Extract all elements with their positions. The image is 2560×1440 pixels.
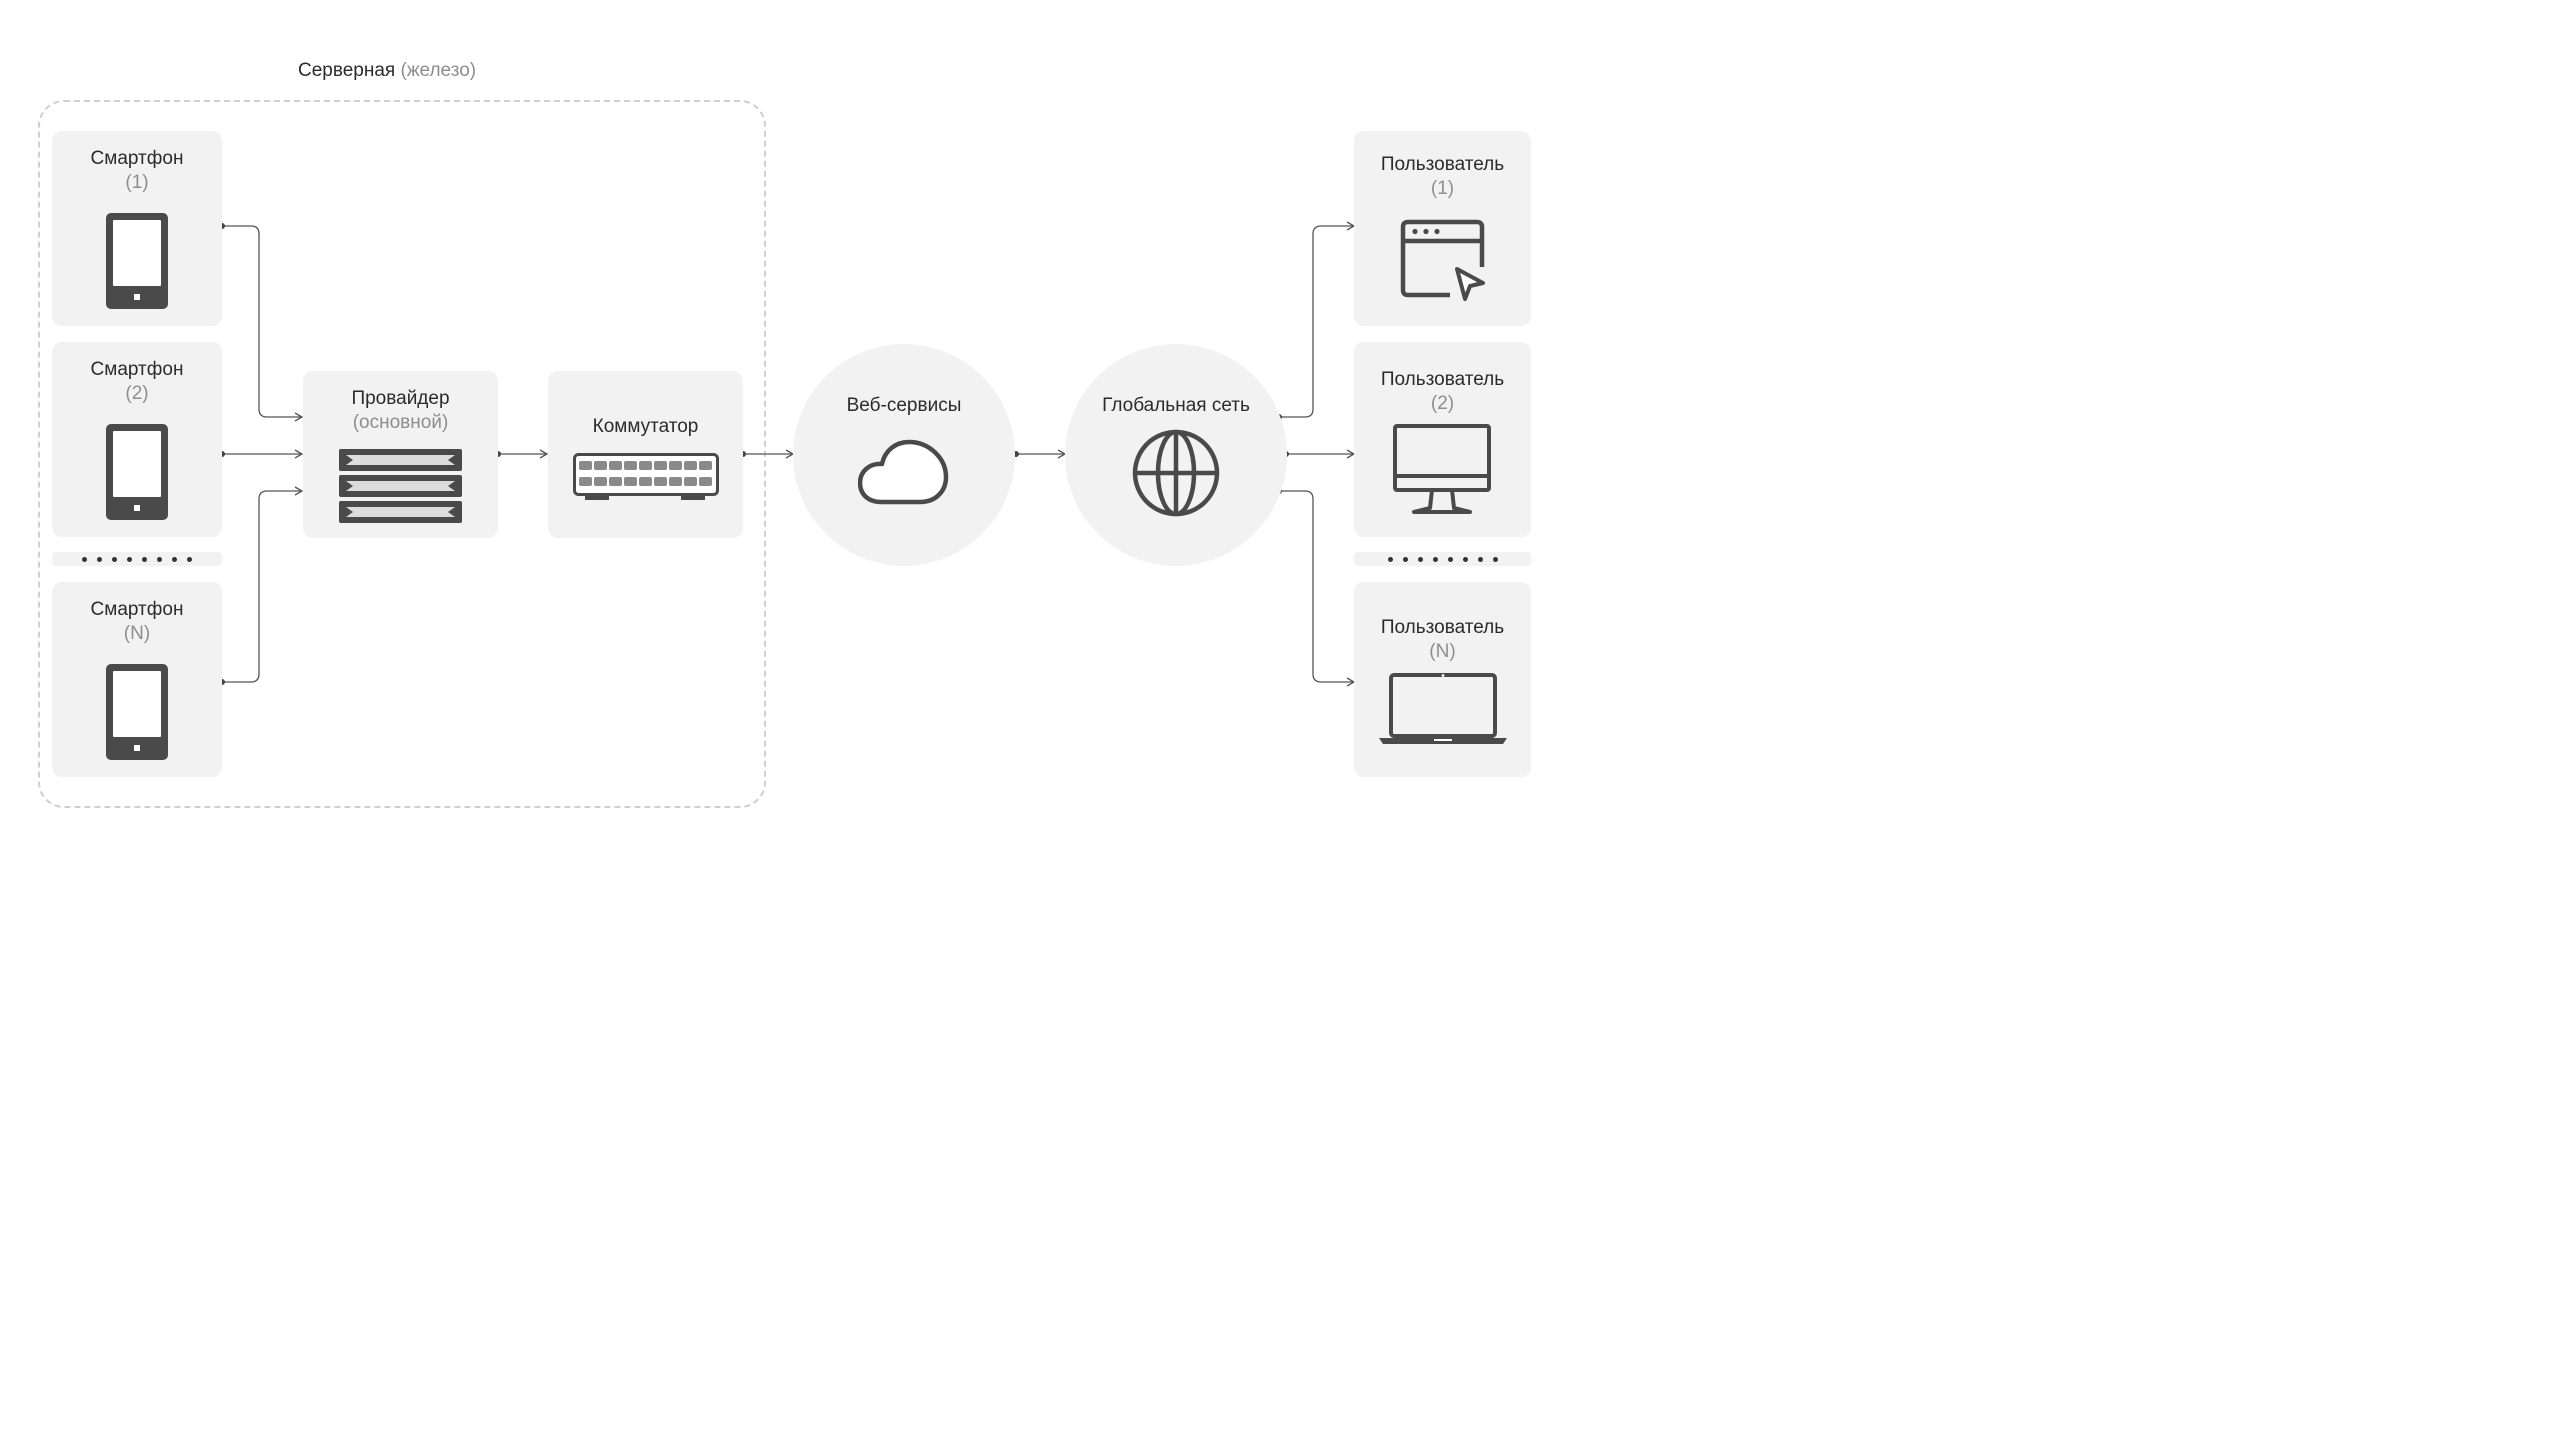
- wire-global-user-1: [1279, 221, 1356, 418]
- server-rack-icon: [339, 449, 462, 523]
- smartphone-index: (N): [123, 623, 151, 644]
- switch-label: Коммутатор: [592, 416, 699, 437]
- user-label: Пользователь: [1380, 154, 1505, 175]
- smartphone-label: Смартфон: [90, 359, 184, 380]
- network-switch-icon: [573, 453, 719, 500]
- smartphone-index: (2): [125, 383, 149, 404]
- web-services-label: Веб-сервисы: [846, 395, 962, 416]
- smartphone-card-1: Смартфон (1): [52, 131, 222, 326]
- wire-smartphone-1-provider: [222, 225, 304, 422]
- smartphone-label: Смартфон: [90, 148, 184, 169]
- connector-lines: [219, 221, 1356, 687]
- smartphone-icon: [106, 424, 168, 520]
- smartphone-index: (1): [125, 172, 149, 193]
- user-index: (N): [1429, 641, 1456, 662]
- wire-global-user-n: [1279, 490, 1356, 687]
- browser-window-cursor-icon: [1400, 219, 1485, 301]
- desktop-monitor-icon: [1393, 424, 1491, 514]
- wire-smartphone-n-provider: [222, 486, 304, 683]
- global-network-label: Глобальная сеть: [1102, 395, 1250, 416]
- provider-label: Провайдер: [351, 388, 450, 409]
- smartphone-card-2: Смартфон (2): [52, 342, 222, 537]
- global-network-node: Глобальная сеть: [1065, 344, 1287, 566]
- smartphone-icon: [106, 664, 168, 760]
- provider-card: Провайдер (основной): [303, 371, 498, 538]
- laptop-icon: [1379, 673, 1507, 744]
- provider-sublabel: (основной): [352, 412, 449, 433]
- smartphone-label: Смартфон: [90, 599, 184, 620]
- smartphone-icon: [106, 213, 168, 309]
- globe-icon: [1132, 429, 1220, 517]
- switch-card: Коммутатор: [548, 371, 743, 538]
- cloud-icon: [858, 439, 949, 505]
- web-services-node: Веб-сервисы: [793, 344, 1015, 566]
- more-users-ellipsis: [1354, 552, 1531, 566]
- group-title-label: Серверная: [298, 60, 396, 81]
- smartphone-card-n: Смартфон (N): [52, 582, 222, 777]
- user-index: (2): [1430, 393, 1455, 414]
- user-index: (1): [1430, 178, 1455, 199]
- user-card-2: Пользователь (2): [1354, 342, 1531, 537]
- user-label: Пользователь: [1380, 617, 1505, 638]
- more-sources-ellipsis: [52, 552, 222, 566]
- group-title: Серверная (железо): [298, 59, 476, 83]
- user-card-n: Пользователь (N): [1354, 582, 1531, 777]
- group-title-subtitle: (железо): [400, 60, 477, 81]
- user-card-1: Пользователь (1): [1354, 131, 1531, 326]
- user-label: Пользователь: [1380, 369, 1505, 390]
